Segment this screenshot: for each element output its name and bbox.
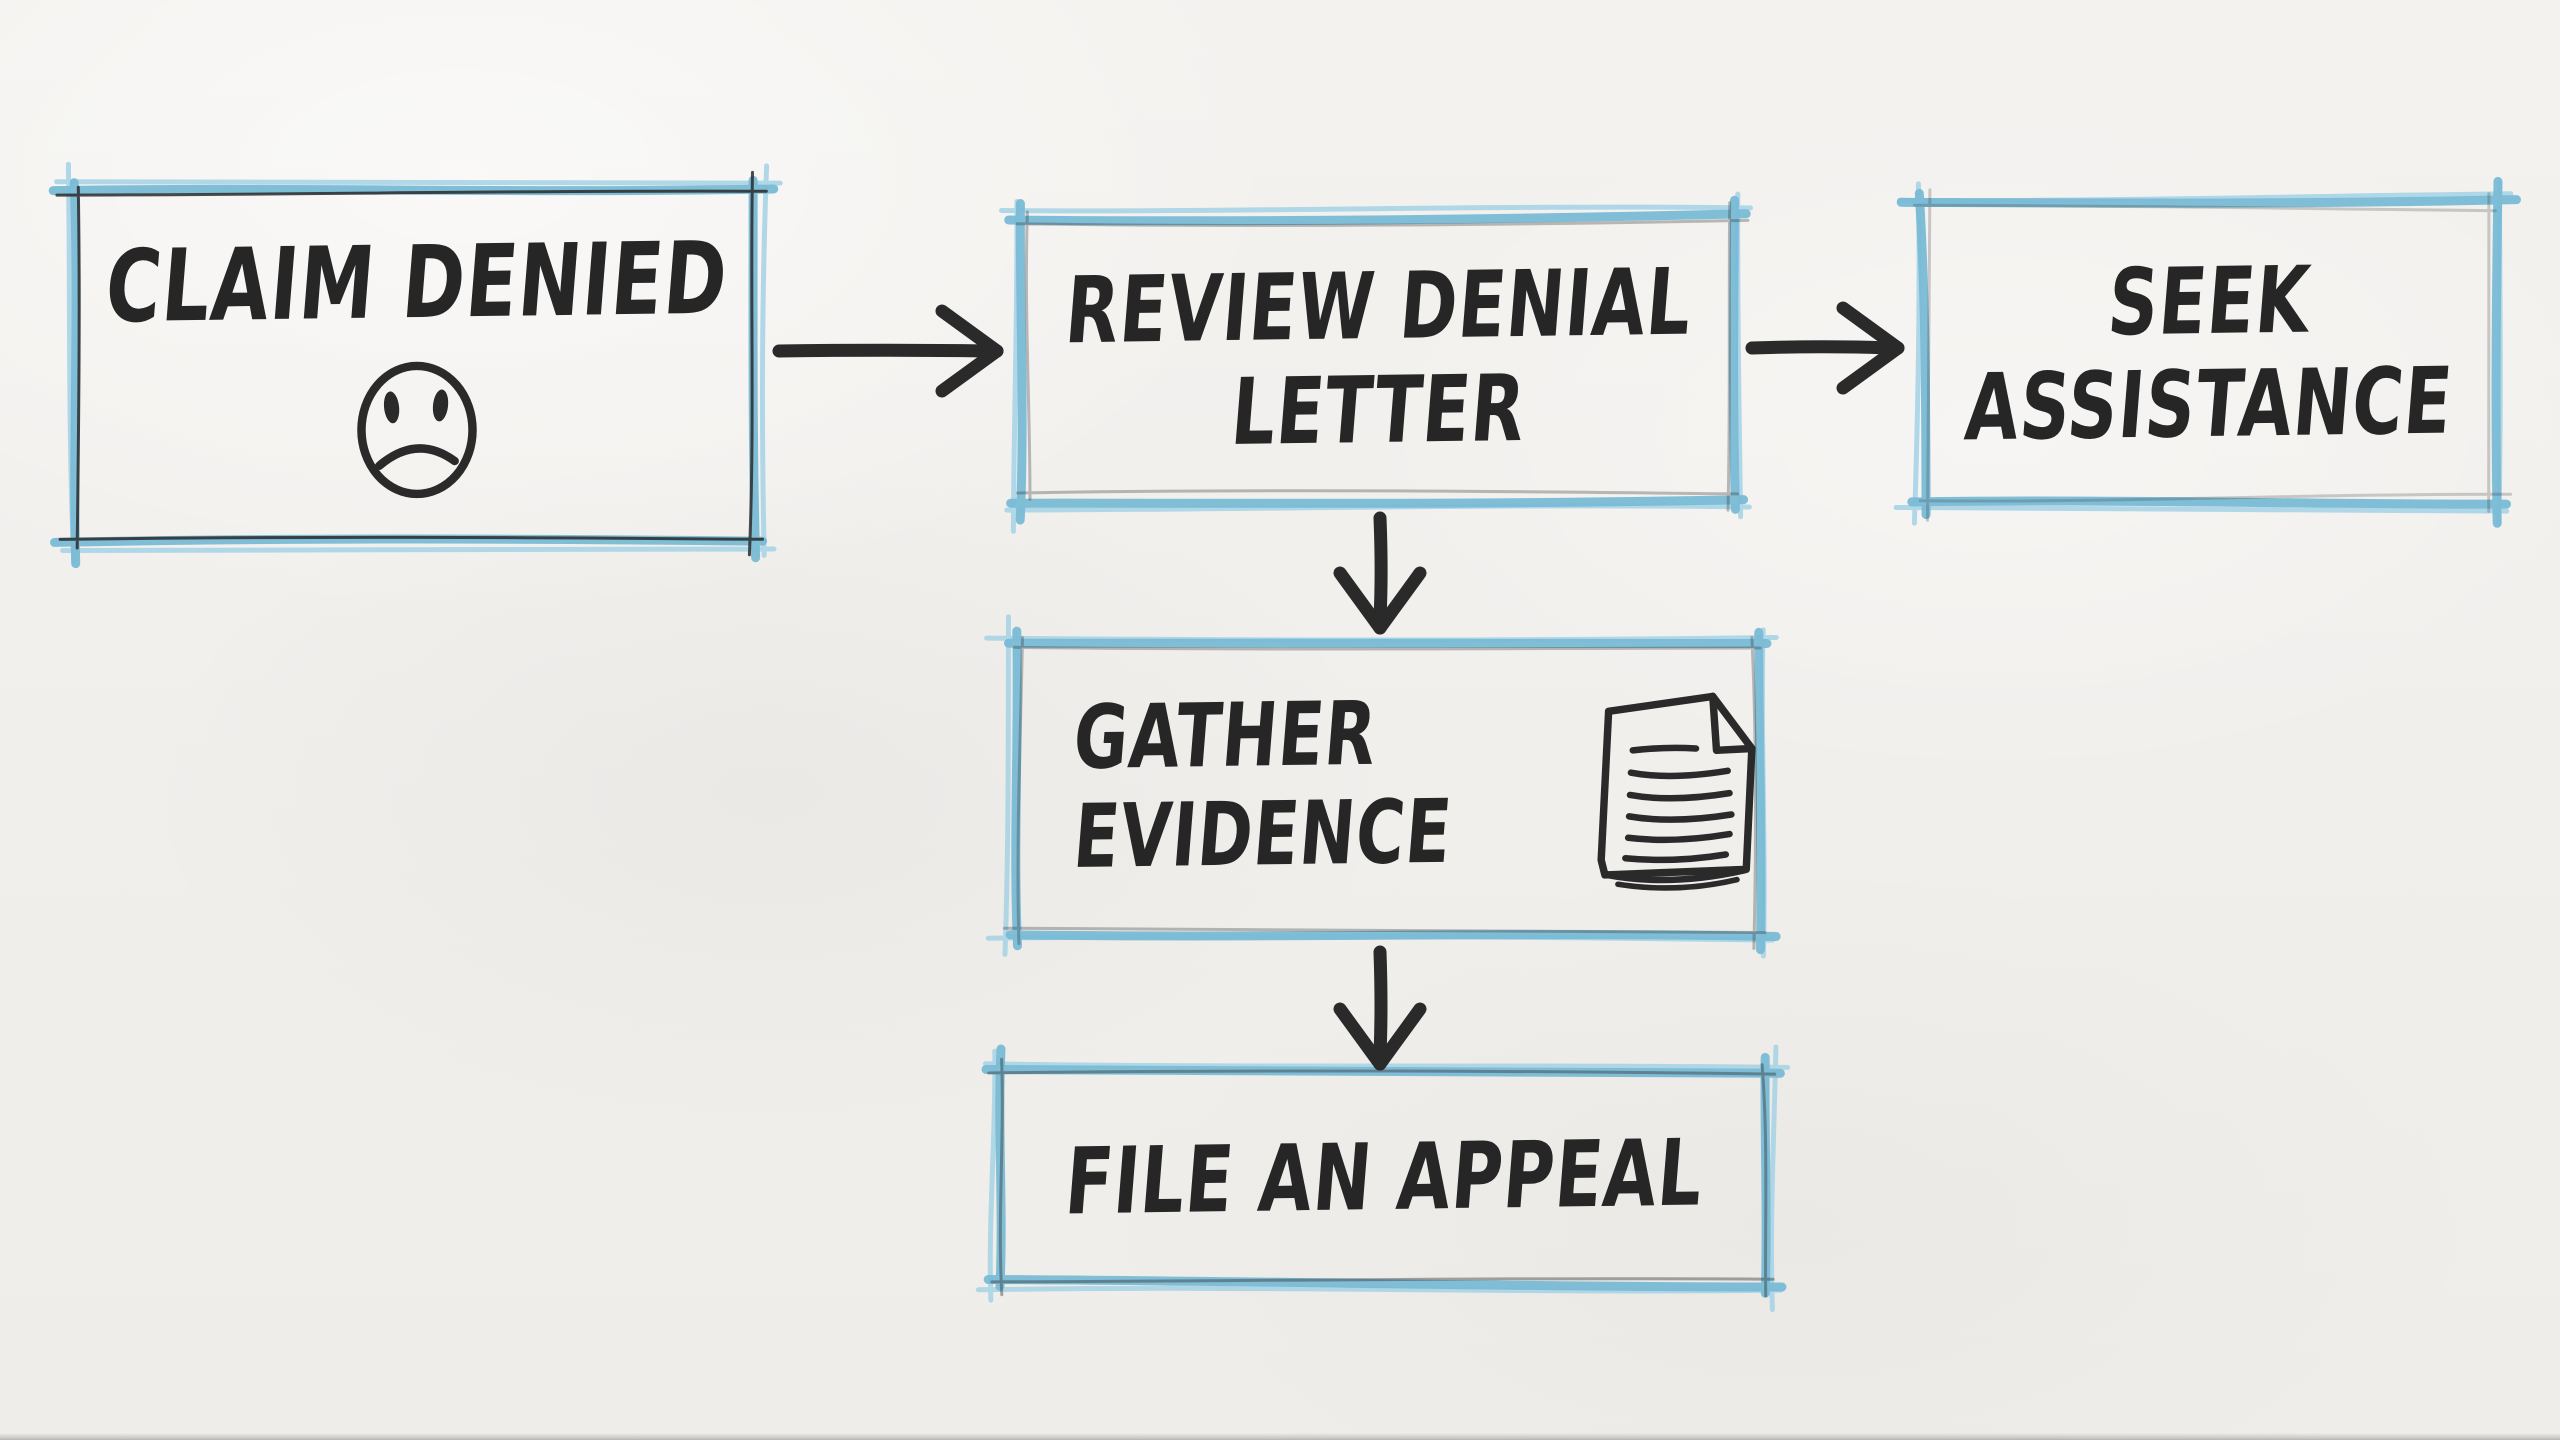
node-review-denial-letter: REVIEW DENIAL LETTER <box>999 191 1753 534</box>
node-label: REVIEW DENIAL <box>1061 249 1697 365</box>
sad-face-icon <box>356 361 477 498</box>
arrow-review-to-gather <box>1333 511 1427 635</box>
node-file-an-appeal: FILE AN APPEAL <box>975 1044 1791 1313</box>
node-label: EVIDENCE <box>1069 779 1456 888</box>
node-label: SEEK <box>2103 246 2315 357</box>
node-label: LETTER <box>1227 354 1531 466</box>
node-label: FILE AN APPEAL <box>1061 1119 1707 1236</box>
node-claim-denied: CLAIM DENIED <box>48 161 783 569</box>
document-icon <box>1597 692 1756 891</box>
node-seek-assistance: SEEK ASSISTANCE <box>1893 176 2521 528</box>
arrow-claim-to-review <box>772 304 1004 398</box>
node-label: GATHER <box>1069 682 1381 790</box>
node-label: CLAIM DENIED <box>101 219 732 345</box>
arrow-review-to-assistance <box>1745 301 1905 395</box>
node-label: ASSISTANCE <box>1961 347 2457 462</box>
paper-bottom-edge <box>0 1433 2560 1440</box>
arrow-gather-to-appeal <box>1333 945 1427 1071</box>
node-gather-evidence: GATHER EVIDENCE <box>984 614 1781 959</box>
